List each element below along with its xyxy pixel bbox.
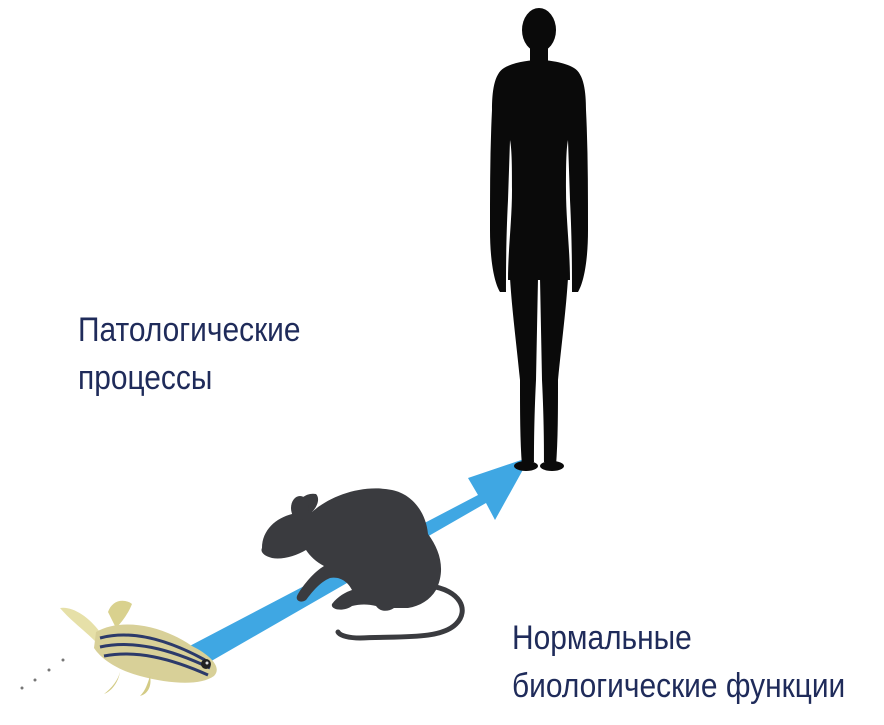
normal-functions-label: Нормальные биологические функции [512,614,845,710]
zebrafish-icon [21,601,217,696]
normal-line1: Нормальные [512,614,845,662]
rat-icon [261,488,462,638]
pathological-processes-label: Патологические процессы [78,306,301,402]
pathological-line1: Патологические [78,306,301,354]
human-icon [490,8,588,471]
normal-line2: биологические функции [512,662,845,710]
pathological-line2: процессы [78,354,301,402]
